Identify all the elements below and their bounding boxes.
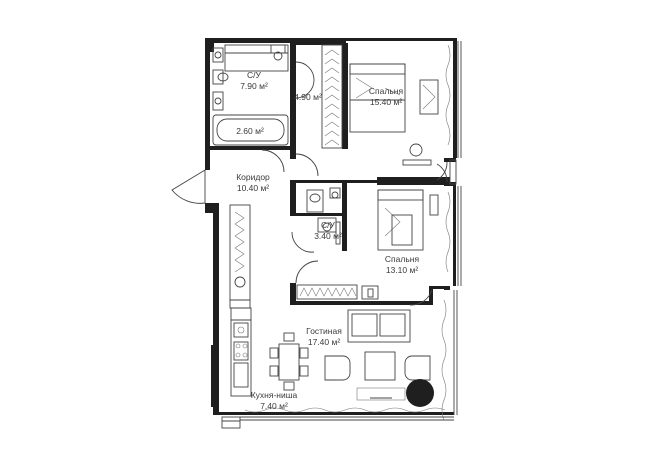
bathroom-1-fixtures [212,44,289,146]
room-area: 17.40 м² [307,337,341,347]
room-label-kitchen: Кухня-ниша 7.40 м² [251,390,298,412]
room-name: С/У [321,220,335,230]
room-label-bathroom-2: С/У 3.40 м² [314,220,342,242]
room-label-corridor: Коридор 10.40 м² [236,172,270,194]
bathroom-2-fixtures [306,187,341,245]
room-area: 7.90 м² [240,81,268,91]
corridor-storage [229,204,251,309]
hanger [324,67,340,74]
room-name: Гостиная [306,326,342,336]
room-area: 7.40 м² [260,401,288,411]
windows [221,41,462,429]
room-area: 4.90 м² [294,92,322,102]
hanger [324,76,340,83]
room-area: 3.40 м² [314,231,342,241]
room-label-bedroom-2: Спальня 13.10 м² [385,254,419,276]
room-area: 2.60 м² [236,126,264,136]
room-name: Спальня [384,254,420,264]
room-label-wardrobe: 4.90 м² [294,92,322,103]
room-label-living: Гостиная 17.40 м² [306,326,342,348]
room-name: С/У [247,70,261,80]
hanger [324,130,340,137]
hanger [324,112,340,119]
doors [171,61,433,306]
hanger [324,85,340,92]
hanger [324,49,340,56]
room-label-bedroom-1: Спальня 15.40 м² [369,86,403,108]
room-name: Спальня [368,86,404,96]
walls [205,38,457,415]
room-area: 10.40 м² [236,183,270,193]
wardrobe [321,44,343,149]
bedroom-2-furniture [296,189,439,300]
room-name: Кухня-ниша [250,390,298,400]
bedroom-1-furniture [349,63,439,166]
living-furniture [269,309,434,407]
kitchen-fixtures [230,307,252,397]
hanger [324,139,340,146]
room-label-bath-niche: 2.60 м² [236,126,264,137]
room-label-bathroom-1: С/У 7.90 м² [240,70,268,92]
hanger [324,94,340,101]
hanger [324,121,340,128]
room-area: 13.10 м² [385,265,419,275]
room-name: Коридор [236,172,270,182]
hanger [324,58,340,65]
room-area: 15.40 м² [369,97,403,107]
hanger [324,103,340,110]
